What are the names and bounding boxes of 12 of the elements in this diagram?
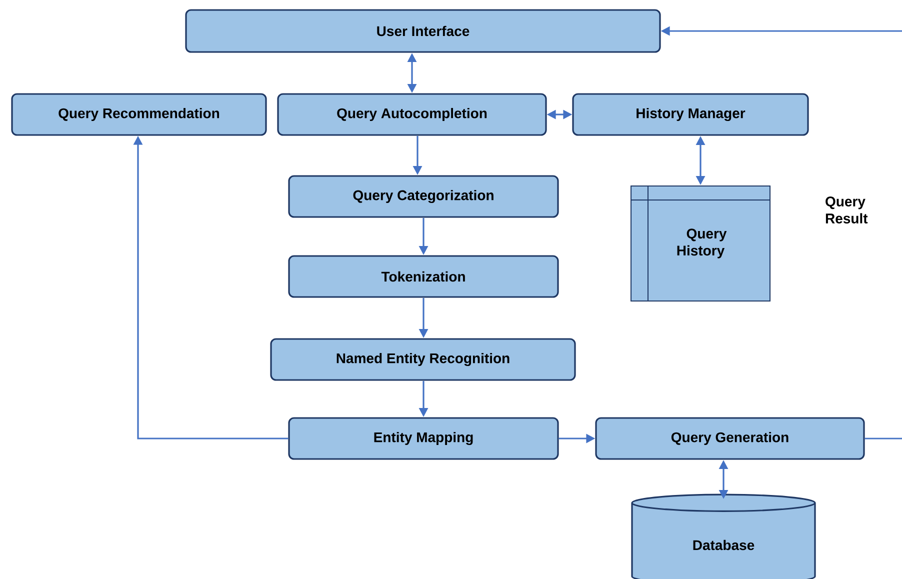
process-box: History Manager — [572, 93, 809, 136]
process-box: Entity Mapping — [288, 417, 559, 460]
process-box: Query Autocompletion — [277, 93, 547, 136]
process-box: Tokenization — [288, 255, 559, 298]
process-box: Query Categorization — [288, 175, 559, 218]
database-cylinder: Database — [631, 494, 816, 579]
process-box: Query Recommendation — [11, 93, 267, 136]
note-text: Query Result — [826, 196, 868, 224]
table-box: Query History — [630, 186, 770, 302]
process-box: User Interface — [185, 9, 661, 53]
process-box: Query Generation — [595, 417, 865, 460]
process-box: Named Entity Recognition — [270, 338, 576, 381]
